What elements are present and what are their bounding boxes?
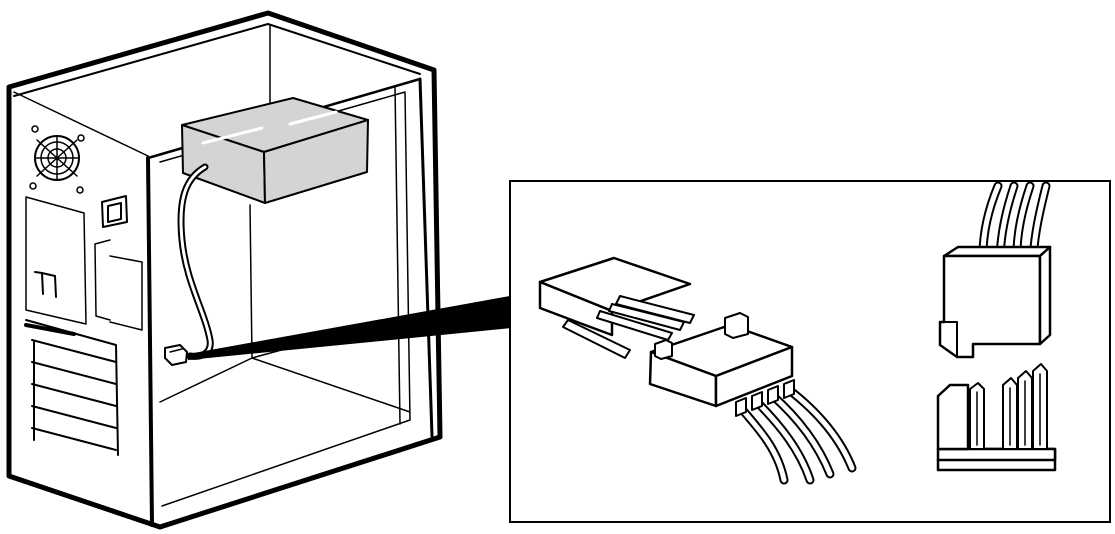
connector-wires <box>735 379 857 485</box>
connector-key <box>654 339 673 360</box>
case-side-vertical-line <box>394 85 401 425</box>
header-front <box>538 280 614 337</box>
fan-header-connector-small <box>164 344 188 366</box>
case-top-inner-edge <box>13 91 149 157</box>
rear-port-cutout <box>94 239 111 321</box>
expansion-slots <box>24 319 119 456</box>
case-top-edge <box>13 23 421 97</box>
connector-perspective <box>648 312 857 485</box>
psu-highlight <box>201 110 338 145</box>
power-inlet-icon <box>101 195 128 228</box>
power-supply <box>181 97 369 204</box>
case-corner-edge <box>146 156 154 527</box>
header-front-pins <box>969 363 1048 450</box>
rear-io-shield <box>34 271 57 298</box>
connector-front-side <box>1038 245 1052 346</box>
rear-fan <box>29 125 85 194</box>
connector-latch <box>724 312 749 339</box>
case-side-right-edge <box>418 77 434 438</box>
header-front-view <box>936 363 1057 472</box>
header-front-wall <box>936 383 970 451</box>
connector-front-top <box>942 245 1052 258</box>
computer-case <box>6 10 443 530</box>
psu-side-face <box>263 119 369 204</box>
connector-front-view <box>938 181 1052 359</box>
rear-port-cutout-2 <box>109 255 143 331</box>
connector-side <box>714 345 794 408</box>
inset-detail <box>509 180 1111 523</box>
header-pins <box>562 295 695 359</box>
connector-front-slot <box>943 321 958 358</box>
callout-wedge <box>188 296 512 360</box>
case-inner-vertical <box>249 204 253 359</box>
header-perspective <box>538 256 695 359</box>
connector-front-body <box>938 254 1042 359</box>
rear-bay-outline <box>25 196 87 325</box>
header-front-top <box>936 447 1057 462</box>
case-outer-outline <box>6 10 443 530</box>
